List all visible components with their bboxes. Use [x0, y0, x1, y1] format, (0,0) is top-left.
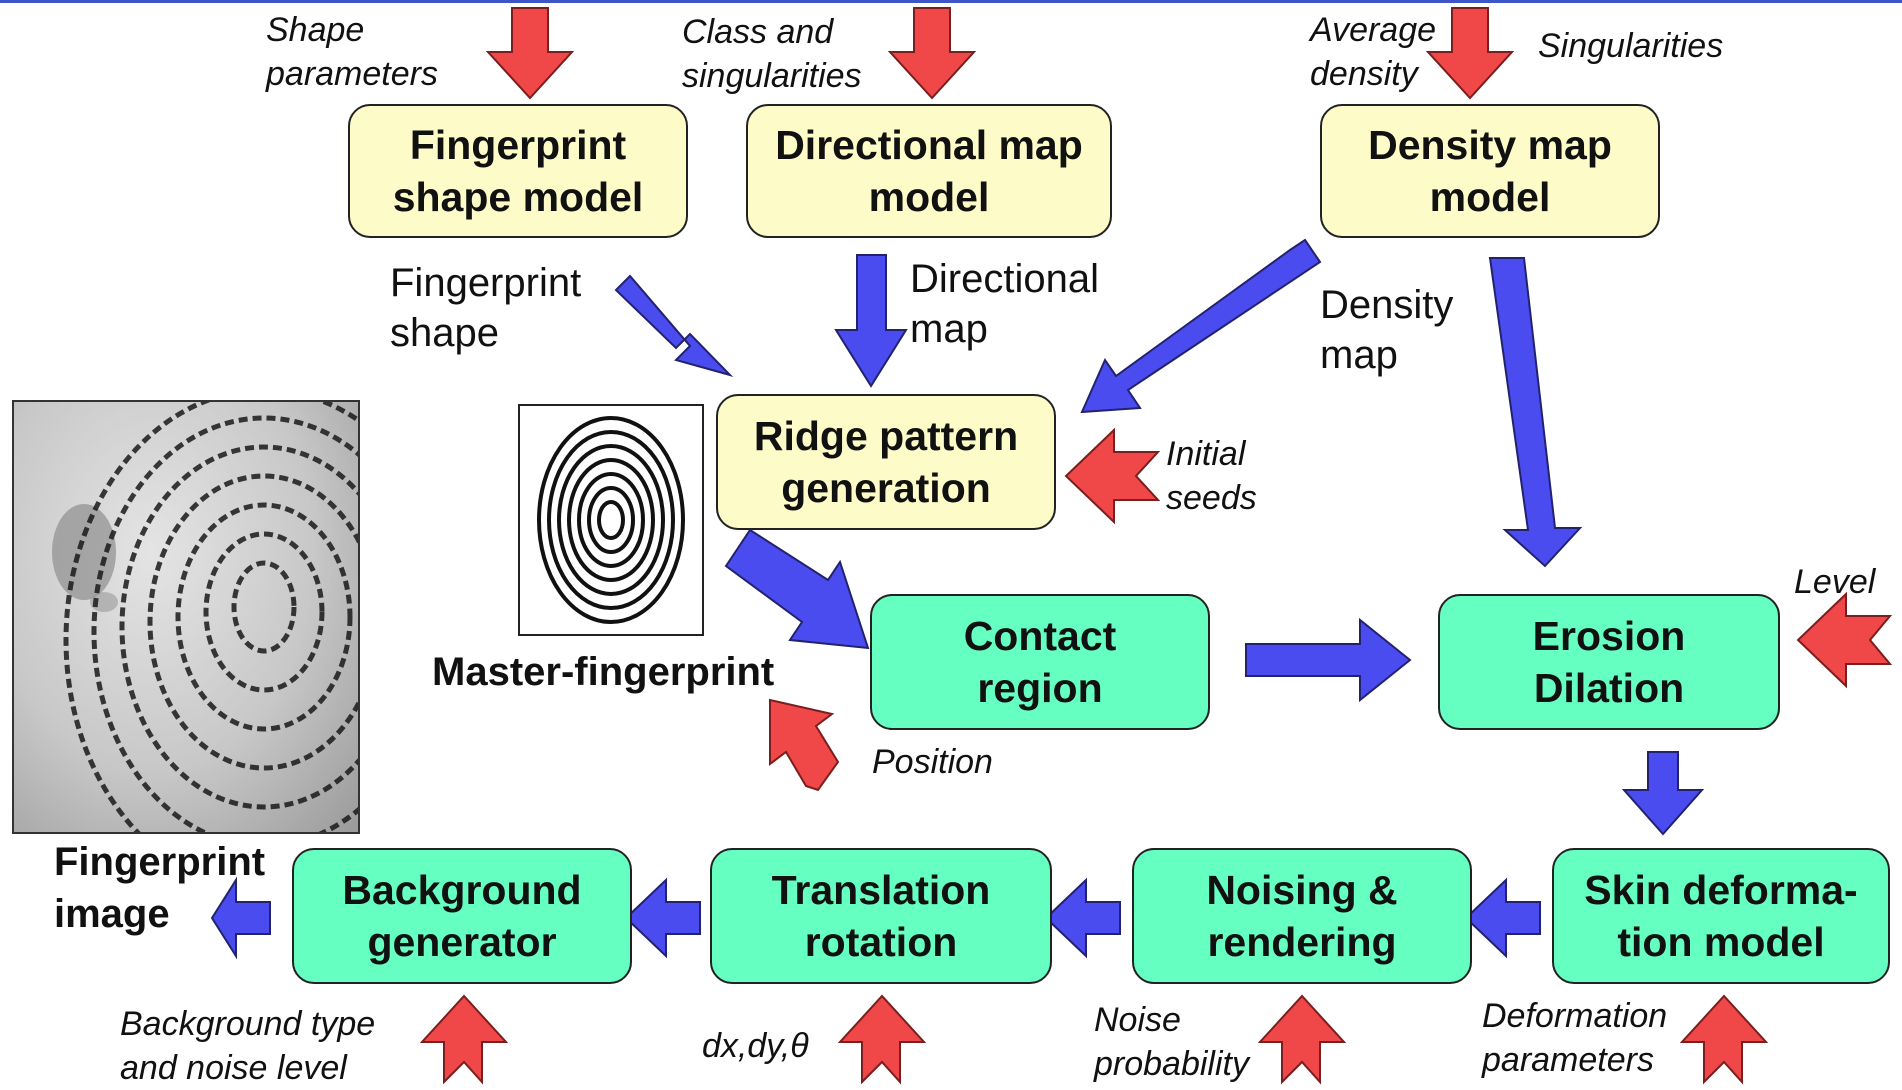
label-line: image	[54, 892, 170, 936]
input-label-position: Position	[872, 740, 993, 784]
box-label-line: rendering	[1207, 919, 1397, 965]
caption-master-fingerprint: Master-fingerprint	[432, 646, 774, 698]
flow-arrow-erosion-to-skin	[1621, 751, 1705, 836]
label-line: Shape	[266, 11, 365, 49]
ridge-pattern-generation-box: Ridge pattern generation	[716, 394, 1056, 530]
fingerprint-image-photo	[12, 400, 360, 834]
box-label-line: Skin deforma-	[1584, 867, 1858, 913]
label-line: Background type	[120, 1005, 376, 1043]
directional-map-model-box: Directional map model	[746, 104, 1112, 238]
box-label-line: model	[1429, 174, 1551, 220]
caption-fingerprint-image: Fingerprint image	[54, 836, 265, 940]
label-line: seeds	[1166, 479, 1257, 517]
input-label-level: Level	[1794, 560, 1875, 604]
box-label-line: generator	[367, 919, 557, 965]
translation-rotation-box: Translation rotation	[710, 848, 1052, 984]
box-label-line: shape model	[392, 174, 644, 220]
box-label-line: Density map	[1368, 122, 1612, 168]
density-map-model-box: Density map model	[1320, 104, 1660, 238]
box-label-line: Ridge pattern	[753, 413, 1019, 459]
label-line: Initial	[1166, 435, 1246, 473]
label-line: map	[1320, 333, 1398, 377]
input-arrow-initial-seeds	[1064, 427, 1161, 525]
label-line: Master-fingerprint	[432, 650, 775, 694]
fingerprint-shape-model-box: Fingerprint shape model	[348, 104, 688, 238]
box-label-line: Contact	[963, 613, 1117, 659]
input-arrow-level	[1796, 591, 1893, 689]
flow-arrow-density-to-ridge	[1080, 238, 1322, 414]
flow-label-directional-map: Directional map	[910, 254, 1099, 354]
input-label-noise-probability: Noise probability	[1094, 998, 1249, 1086]
label-line: Class and	[682, 13, 834, 51]
input-arrow-dx-dy-theta	[837, 994, 927, 1085]
label-line: singularities	[682, 57, 862, 95]
input-label-singularities: Singularities	[1538, 24, 1723, 68]
erosion-dilation-box: Erosion Dilation	[1438, 594, 1780, 730]
box-label-line: generation	[781, 465, 991, 511]
flow-arrow-translation-to-background	[624, 877, 701, 959]
label-line: and noise level	[120, 1049, 347, 1087]
label-line: Directional	[910, 257, 1099, 301]
box-label-line: Noising &	[1206, 867, 1398, 913]
box-label-line: Erosion	[1532, 613, 1686, 659]
background-generator-box: Background generator	[292, 848, 632, 984]
label-line: Level	[1794, 563, 1876, 601]
label-line: probability	[1094, 1045, 1249, 1083]
input-arrow-noise-probability	[1257, 994, 1347, 1085]
input-arrow-shape-parameters	[485, 7, 575, 100]
input-label-deformation-parameters: Deformation parameters	[1482, 994, 1667, 1082]
box-label-line: model	[868, 174, 990, 220]
label-line: Singularities	[1538, 27, 1724, 65]
label-line: Position	[872, 743, 993, 781]
flow-arrow-noising-to-translation	[1044, 877, 1121, 959]
label-line: Fingerprint	[54, 840, 266, 884]
skin-deformation-model-box: Skin deforma- tion model	[1552, 848, 1890, 984]
box-label-line: Directional map	[775, 122, 1083, 168]
input-label-shape-parameters: Shape parameters	[266, 8, 438, 96]
contact-region-box: Contact region	[870, 594, 1210, 730]
box-label-line: Dilation	[1533, 665, 1685, 711]
input-label-average-density: Average density	[1310, 8, 1436, 96]
flow-arrow-shape-to-ridge	[614, 274, 734, 377]
label-line: parameters	[266, 55, 438, 93]
box-label-line: Fingerprint	[409, 122, 627, 168]
input-label-background-type: Background type and noise level	[120, 1002, 375, 1090]
input-label-class-singularities: Class and singularities	[682, 10, 862, 98]
label-line: map	[910, 307, 988, 351]
flow-arrow-direction-to-ridge	[834, 254, 908, 388]
box-label-line: Translation	[771, 867, 991, 913]
input-label-dx-dy-theta: dx,dy,θ	[702, 1024, 809, 1068]
box-label-line: rotation	[804, 919, 958, 965]
box-label-line: region	[977, 665, 1103, 711]
label-line: shape	[390, 311, 499, 355]
label-line: density	[1310, 55, 1418, 93]
input-arrow-background-type	[419, 994, 509, 1085]
flow-label-density-map: Density map	[1320, 280, 1453, 380]
input-arrow-density	[1425, 7, 1515, 100]
flow-arrow-contact-to-erosion	[1245, 617, 1412, 703]
label-line: parameters	[1482, 1041, 1654, 1079]
input-label-initial-seeds: Initial seeds	[1166, 432, 1257, 520]
noising-rendering-box: Noising & rendering	[1132, 848, 1472, 984]
label-line: Fingerprint	[390, 261, 582, 305]
flow-arrow-density-to-erosion	[1488, 257, 1583, 568]
box-label-line: tion model	[1617, 919, 1825, 965]
input-arrow-position	[769, 698, 840, 792]
input-arrow-class-singularities	[887, 7, 977, 100]
label-line: Noise	[1094, 1001, 1181, 1039]
master-fingerprint-image	[518, 404, 704, 636]
flow-arrow-ridge-to-contact	[724, 528, 870, 650]
flow-arrow-skin-to-noising	[1464, 877, 1541, 959]
label-line: Deformation	[1482, 997, 1668, 1035]
label-line: dx,dy,θ	[702, 1027, 809, 1065]
input-arrow-deformation-parameters	[1679, 994, 1769, 1085]
label-line: Average	[1310, 11, 1437, 49]
top-border-line	[0, 0, 1902, 3]
flow-arrow-background-to-output	[210, 876, 271, 960]
flow-label-fingerprint-shape: Fingerprint shape	[390, 258, 581, 358]
label-line: Density	[1320, 283, 1454, 327]
box-label-line: Background	[342, 867, 582, 913]
